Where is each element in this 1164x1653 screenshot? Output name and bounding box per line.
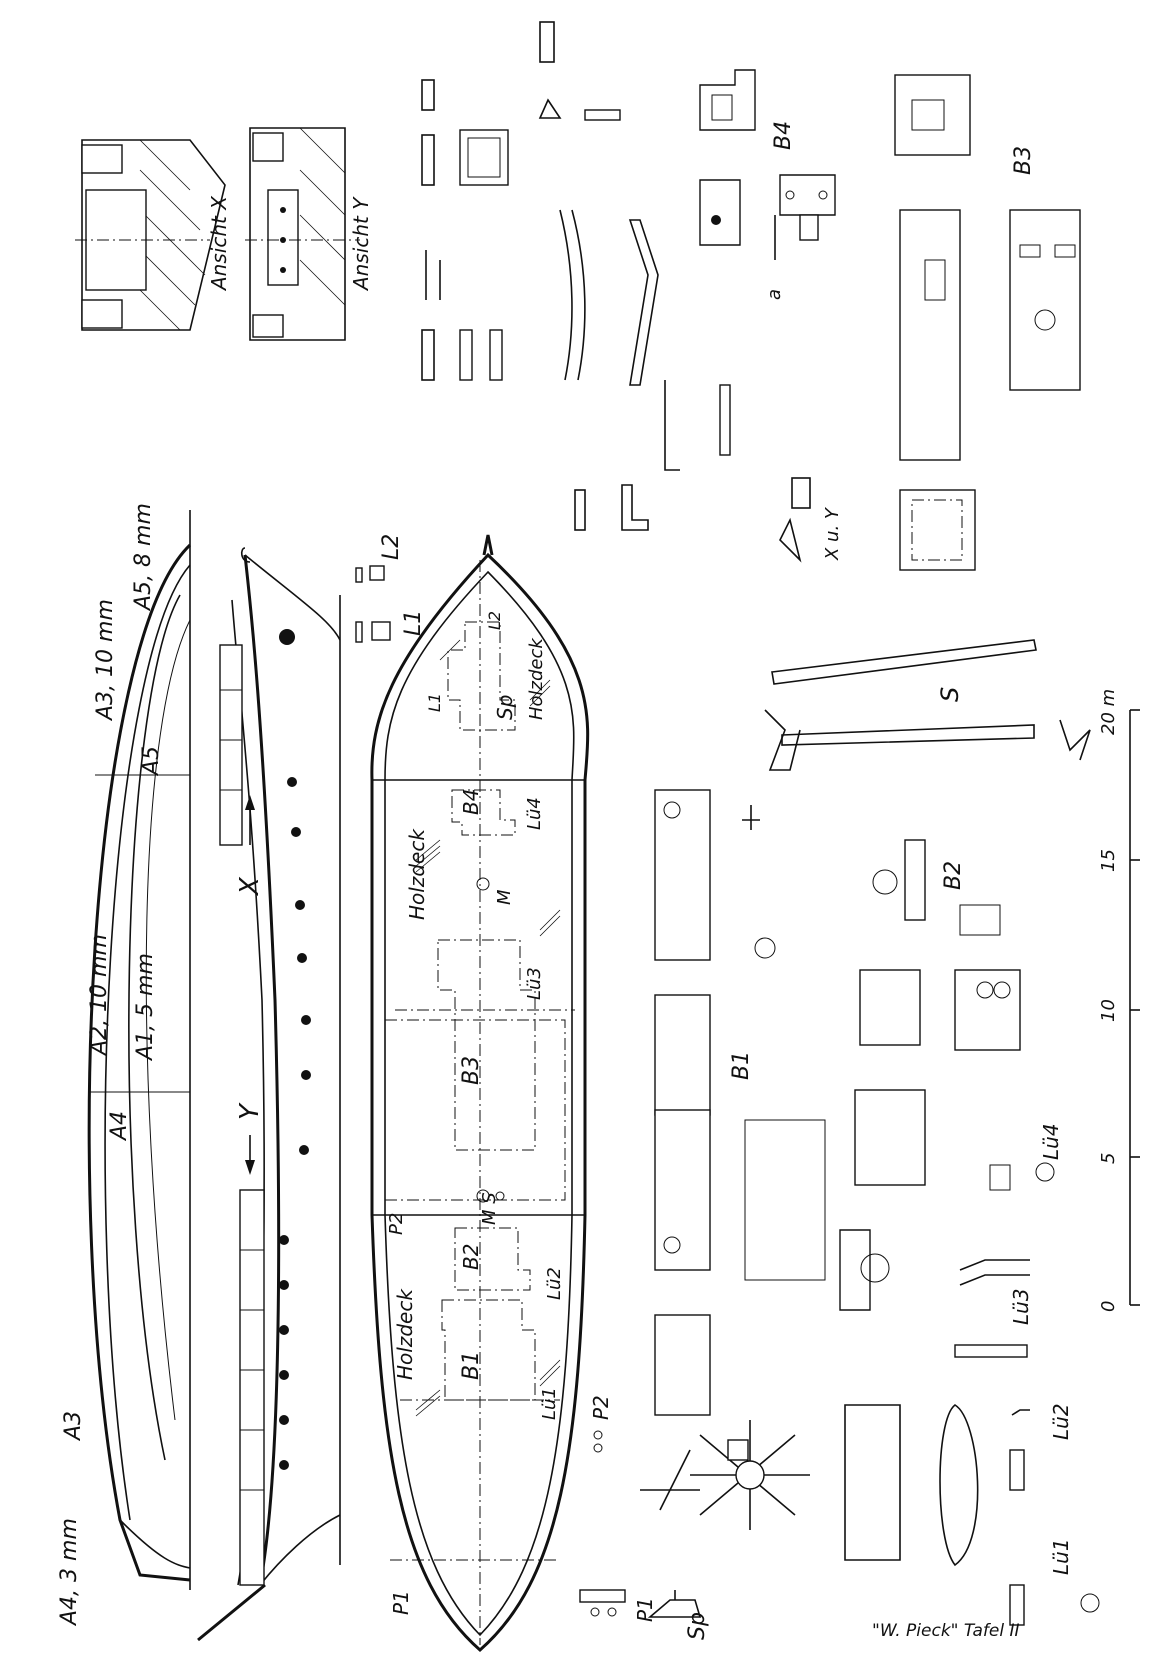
arrow-label-y: Y	[235, 1102, 265, 1120]
boats-and-vents	[640, 1229, 1100, 1626]
davit-and-fittings	[654, 639, 1091, 1416]
navigation-lights	[355, 565, 391, 643]
detail-label-p2: P2	[589, 1395, 613, 1420]
label-a5-8mm: A5, 8 mm	[131, 503, 156, 612]
label-a4: A4	[107, 1111, 132, 1142]
deck-label-holzdeck-2: Holzdeck	[405, 828, 429, 920]
superstructure-parts	[699, 69, 1081, 571]
deck-label-l1: L1	[425, 693, 444, 712]
scale-tick-20: 20 m	[1098, 689, 1119, 735]
detail-label-a: a	[764, 289, 785, 300]
deck-label-holzdeck-1: Holzdeck	[393, 1288, 417, 1380]
label-lights-l1: L1	[401, 610, 426, 636]
detail-label-lu3: Lü3	[1009, 1288, 1033, 1325]
deck-label-b3: B3	[459, 1056, 484, 1085]
scale-tick-5: 5	[1098, 1153, 1119, 1164]
section-views	[75, 127, 360, 341]
deck-label-b4: B4	[459, 789, 483, 815]
detail-label-s: S	[936, 687, 964, 702]
label-a4-3mm: A4, 3 mm	[57, 1518, 82, 1627]
deck-label-p1: P1	[389, 1590, 413, 1615]
label-ansicht-x: Ansicht X	[207, 195, 231, 292]
detail-label-lu2: Lü2	[1049, 1403, 1073, 1440]
deck-label-holzdeck-3: Holzdeck	[526, 637, 547, 720]
arrow-label-x: X	[235, 876, 265, 897]
detail-label-lu1: Lü1	[1049, 1538, 1073, 1575]
detail-label-sp: Sp	[685, 1612, 710, 1640]
deck-label-lu4: Lü4	[524, 797, 545, 830]
detail-label-lu4: Lü4	[1039, 1123, 1063, 1160]
detail-label-b1: B1	[729, 1051, 754, 1080]
deck-label-lu3: Lü3	[524, 967, 545, 1000]
scale-bar	[1129, 709, 1140, 1306]
label-a1-5mm: A1, 5 mm	[133, 953, 158, 1062]
hull-lines-drawing	[87, 510, 192, 1590]
label-a3-10mm: A3, 10 mm	[93, 599, 118, 722]
label-ansicht-y: Ansicht Y	[349, 196, 373, 292]
deck-label-sp: Sp	[493, 695, 517, 720]
detail-label-p1: P1	[633, 1597, 657, 1622]
scale-tick-0: 0	[1098, 1301, 1119, 1312]
detail-label-b3: B3	[1011, 146, 1036, 175]
deck-label-lu1: Lü1	[539, 1387, 560, 1420]
detail-label-b2: B2	[941, 861, 966, 890]
label-a2-10mm: A2, 10 mm	[87, 934, 112, 1057]
deck-label-l2: L2	[485, 611, 504, 630]
label-a5: A5	[139, 746, 164, 777]
label-lights-l2: L2	[379, 534, 404, 560]
detail-label-b4: B4	[771, 121, 796, 150]
deck-label-b1: B1	[459, 1351, 484, 1380]
side-view-drawing	[197, 547, 341, 1642]
deck-label-ms: M S	[479, 1192, 500, 1225]
detail-label-x-u-y: X u. Y	[822, 506, 843, 561]
deck-label-p2: P2	[386, 1213, 407, 1235]
deck-label-lu2: Lü2	[544, 1267, 565, 1300]
label-a3-bottom: A3	[61, 1411, 86, 1442]
deck-label-b2: B2	[459, 1244, 483, 1270]
rail-parts	[421, 21, 731, 531]
plate-caption: "W. Pieck" Tafel II	[872, 1621, 1020, 1641]
bitts-and-capstan	[579, 1430, 702, 1618]
scale-tick-15: 15	[1098, 849, 1119, 872]
scale-tick-10: 10	[1098, 999, 1119, 1022]
deck-label-m: M	[494, 889, 515, 905]
deck-plan-drawing	[370, 534, 590, 1652]
